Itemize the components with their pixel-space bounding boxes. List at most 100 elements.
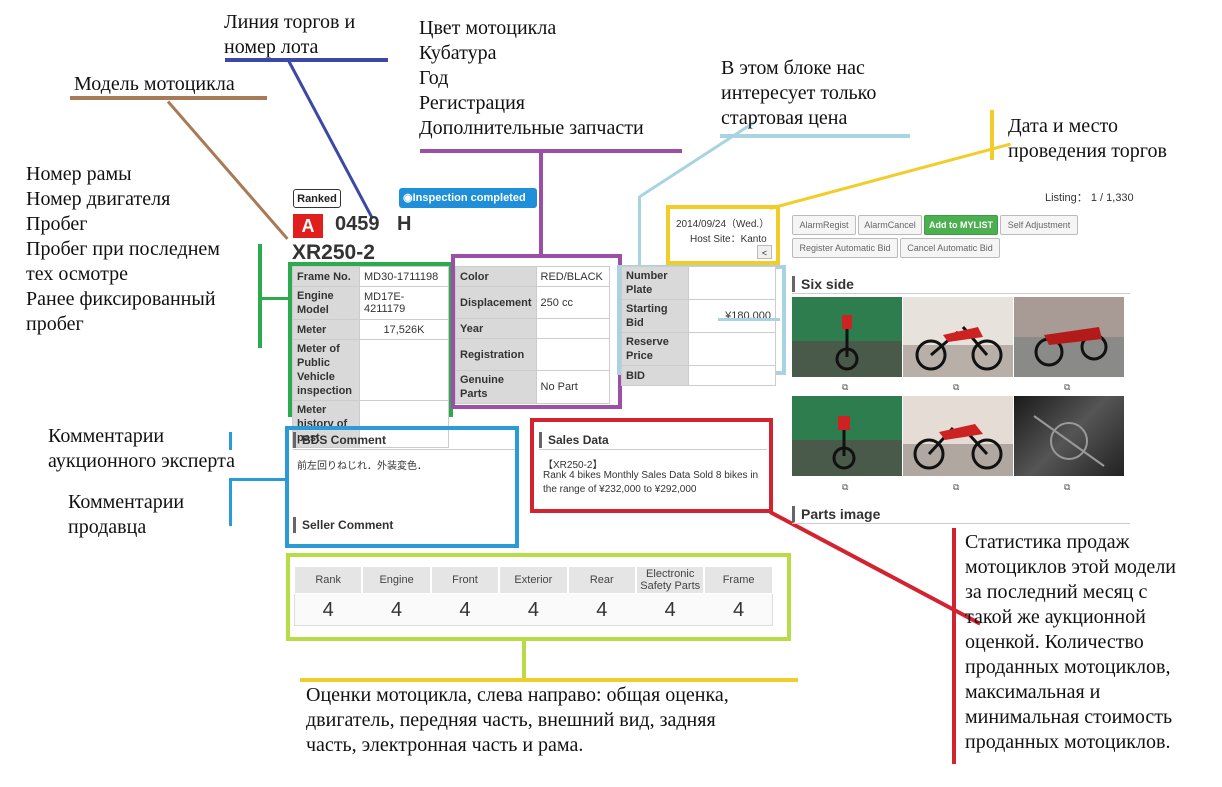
photo-rear-right[interactable] (1014, 297, 1124, 377)
host-value: Kanto (740, 234, 767, 245)
purple-underline (420, 149, 682, 153)
sales-data-rule (539, 449, 767, 450)
listing-counter: Listing： 1 / 1,330 (1045, 192, 1134, 204)
green-vert (258, 244, 262, 348)
grade-header: Rear (567, 566, 636, 594)
self-adjustment-button[interactable]: Self Adjustment (1000, 215, 1078, 235)
blue-vert-1 (229, 432, 232, 450)
auction-info-box (666, 205, 780, 265)
model-name: XR250-2 (292, 241, 375, 264)
host-label: Host Site： (690, 234, 741, 245)
annotation-color-block: Цвет мотоцикла Кубатура Год Регистрация … (419, 17, 644, 139)
auction-date: 2014/09/24（Wed.） (676, 219, 770, 230)
six-side-title: Six side (801, 276, 854, 292)
add-mylist-button[interactable]: Add to MYLIST (924, 215, 998, 235)
lightblue-pointer-1 (639, 120, 756, 198)
frame-no-label: Frame No. (292, 266, 360, 287)
registration-label: Registration (455, 338, 537, 371)
yellow-pointer (769, 142, 1011, 210)
zoom-icon[interactable]: ⧉ (1064, 382, 1071, 392)
photo-front-left[interactable] (792, 297, 902, 377)
photo-front[interactable] (792, 396, 902, 476)
eye-icon: ◉ (403, 192, 413, 204)
zoom-icon[interactable]: ⧉ (953, 382, 960, 392)
purple-pointer (539, 151, 543, 256)
sales-data-marker (539, 432, 542, 448)
lot-line-badge: A (293, 214, 323, 238)
annotation-model: Модель мотоцикла (74, 73, 235, 95)
red-vert (952, 528, 956, 764)
zoom-icon[interactable]: ⧉ (1064, 482, 1071, 492)
genuine-parts-value: No Part (535, 370, 611, 404)
engine-icon (1033, 415, 1105, 467)
alarm-cancel-button[interactable]: AlarmCancel (858, 215, 922, 235)
six-side-marker (792, 276, 795, 292)
annotation-date-place: Дата и место проведения торгов (1008, 115, 1167, 162)
parts-image-marker (792, 506, 795, 522)
meter-history-value (359, 400, 449, 448)
blue-connector (229, 478, 285, 481)
zoom-icon[interactable]: ⧉ (842, 482, 849, 492)
grade-header: Frame (704, 566, 773, 594)
register-auto-bid-button[interactable]: Register Automatic Bid (792, 238, 898, 258)
zoom-icon[interactable]: ⧉ (842, 382, 849, 392)
lot-suffix: H (397, 213, 412, 235)
cancel-auto-bid-button[interactable]: Cancel Automatic Bid (900, 238, 1000, 258)
reserve-price-label: Reserve Price (621, 332, 689, 366)
annotation-sales-stats: Статистика продаж мотоциклов этой модели… (965, 531, 1176, 753)
sales-data-box (530, 418, 773, 513)
yellow-underline-bottom (300, 678, 798, 682)
grade-header: Electronic Safety Parts (636, 566, 705, 594)
displacement-label: Displacement (455, 286, 537, 319)
parts-image-title: Parts image (801, 506, 881, 522)
meter-inspection-value (359, 339, 449, 401)
seller-comment-marker (293, 517, 296, 533)
reserve-price-value (688, 332, 776, 366)
photo-engine[interactable] (1014, 396, 1124, 476)
zoom-icon[interactable]: ⧉ (953, 482, 960, 492)
sales-data-title: Sales Data (548, 433, 609, 447)
back-button[interactable]: < (757, 245, 772, 259)
annotation-frame-block: Номер рамы Номер двигателя Пробег Пробег… (26, 163, 220, 335)
green-connector (260, 297, 290, 300)
blue-vert-2 (229, 478, 232, 526)
parts-image-rule (792, 523, 1130, 524)
grade-header: Exterior (499, 566, 568, 594)
engine-model-value: MD17E-4211179 (359, 286, 449, 320)
grade-value: 4 (322, 599, 334, 621)
lime-pointer (522, 640, 526, 680)
alarm-regist-button[interactable]: AlarmRegist (792, 215, 856, 235)
number-plate-value (688, 266, 776, 300)
meter-inspection-label: Meter of Public Vehicle inspection (292, 339, 360, 401)
number-plate-label: Number Plate (621, 266, 689, 300)
inspection-label: Inspection completed (412, 192, 526, 204)
lightblue-underline (720, 134, 910, 138)
ranked-badge: Ranked (293, 189, 341, 208)
bds-comment-marker (293, 432, 296, 448)
annotation-grades: Оценки мотоцикла, слева направо: общая о… (306, 684, 729, 756)
bid-value (688, 365, 776, 386)
registration-value (535, 338, 611, 371)
meter-value: 17,526K (359, 319, 449, 340)
photo-right-side[interactable] (903, 297, 1013, 377)
starting-bid-underline (718, 318, 780, 321)
brown-underline (70, 96, 267, 100)
spec-right-table: Number Plate Starting Bid¥180,000 Reserv… (621, 266, 776, 386)
starting-bid-label: Starting Bid (621, 299, 689, 333)
inspection-badge: ◉Inspection completed (399, 188, 537, 208)
motorcycle-icon (913, 424, 1003, 470)
bds-comment-rule (293, 449, 515, 450)
red-pointer (769, 510, 982, 626)
motorcycle-icon (1034, 327, 1108, 367)
comments-box (285, 426, 519, 548)
photo-left-side[interactable] (903, 396, 1013, 476)
navy-underline (225, 58, 388, 62)
lightblue-pointer-2 (638, 196, 641, 268)
annotation-seller-comment: Комментарии продавца (68, 491, 185, 538)
six-side-rule (792, 293, 1130, 294)
displacement-value: 250 cc (535, 286, 611, 319)
frame-no-value: MD30-1711198 (359, 266, 449, 287)
lot-number: 0459 (335, 213, 380, 235)
bid-label: BID (621, 365, 689, 386)
